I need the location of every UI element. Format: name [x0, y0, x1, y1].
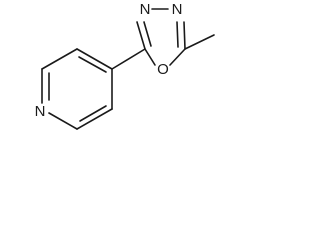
- atom-label-o1: O: [157, 61, 169, 78]
- bond-o1-c2: [144, 48, 156, 66]
- double-bond-c6-c1-inner: [79, 105, 107, 122]
- double-bond-c4-c5-inner: [78, 56, 107, 73]
- bond-c6-c1: [76, 108, 113, 130]
- bond-pyridine-oxadiazole: [111, 48, 146, 70]
- bond-c2-n3: [136, 21, 146, 50]
- bond-c4-c5: [76, 48, 113, 70]
- bond-n4-c5: [183, 21, 186, 50]
- double-bond-c2-n3-inner: [143, 21, 152, 47]
- double-bond-n4-c5-inner: [176, 21, 179, 48]
- bond-methyl: [184, 34, 215, 50]
- pyridine-ring: [41, 48, 113, 130]
- chemical-structure: N N O N: [35, 1, 215, 130]
- bond-c1-n: [48, 112, 78, 130]
- atom-label-n4: N: [172, 1, 183, 18]
- atom-label-pyridine-n: N: [35, 103, 46, 120]
- oxadiazole-ring: [136, 8, 186, 66]
- atom-label-n3: N: [140, 1, 151, 18]
- bond-c3-c4: [41, 48, 78, 70]
- bond-c5-o1: [169, 48, 186, 66]
